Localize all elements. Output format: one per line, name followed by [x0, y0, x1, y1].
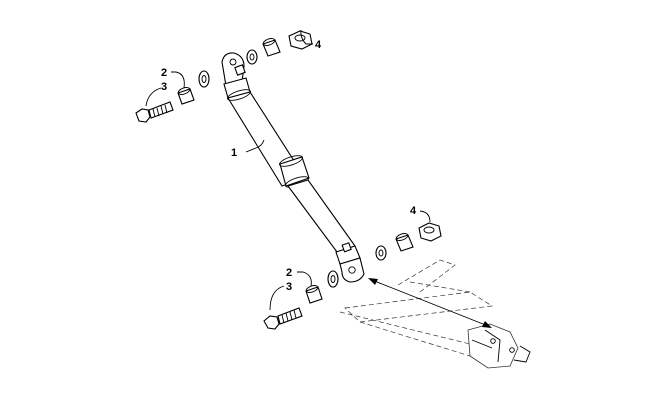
- a-arm-ghost: [339, 259, 531, 369]
- attachment-arrow: [368, 278, 492, 328]
- upper-bolt: [135, 101, 174, 123]
- callout-shock-absorber: 1: [231, 147, 237, 159]
- callout-bolt-upper: 3: [161, 81, 167, 93]
- callout-bushing-upper: 2: [161, 67, 167, 79]
- upper-bushing: [177, 87, 195, 105]
- callout-nut-upper: 4: [315, 39, 322, 51]
- lower-hardware: [263, 222, 442, 330]
- callout-labels: 1 2 3 4 4 2 3: [161, 39, 417, 293]
- lower-nut: [418, 222, 442, 242]
- callout-bolt-lower: 3: [286, 281, 292, 293]
- lower-bushing: [305, 285, 323, 304]
- lower-bolt: [263, 307, 303, 330]
- shock-absorber: [221, 52, 365, 283]
- callout-bushing-lower: 2: [286, 267, 292, 279]
- leader-lines: [145, 29, 431, 311]
- upper-washer: [198, 70, 210, 88]
- lower-washer: [327, 270, 339, 288]
- callout-nut-lower: 4: [410, 205, 417, 217]
